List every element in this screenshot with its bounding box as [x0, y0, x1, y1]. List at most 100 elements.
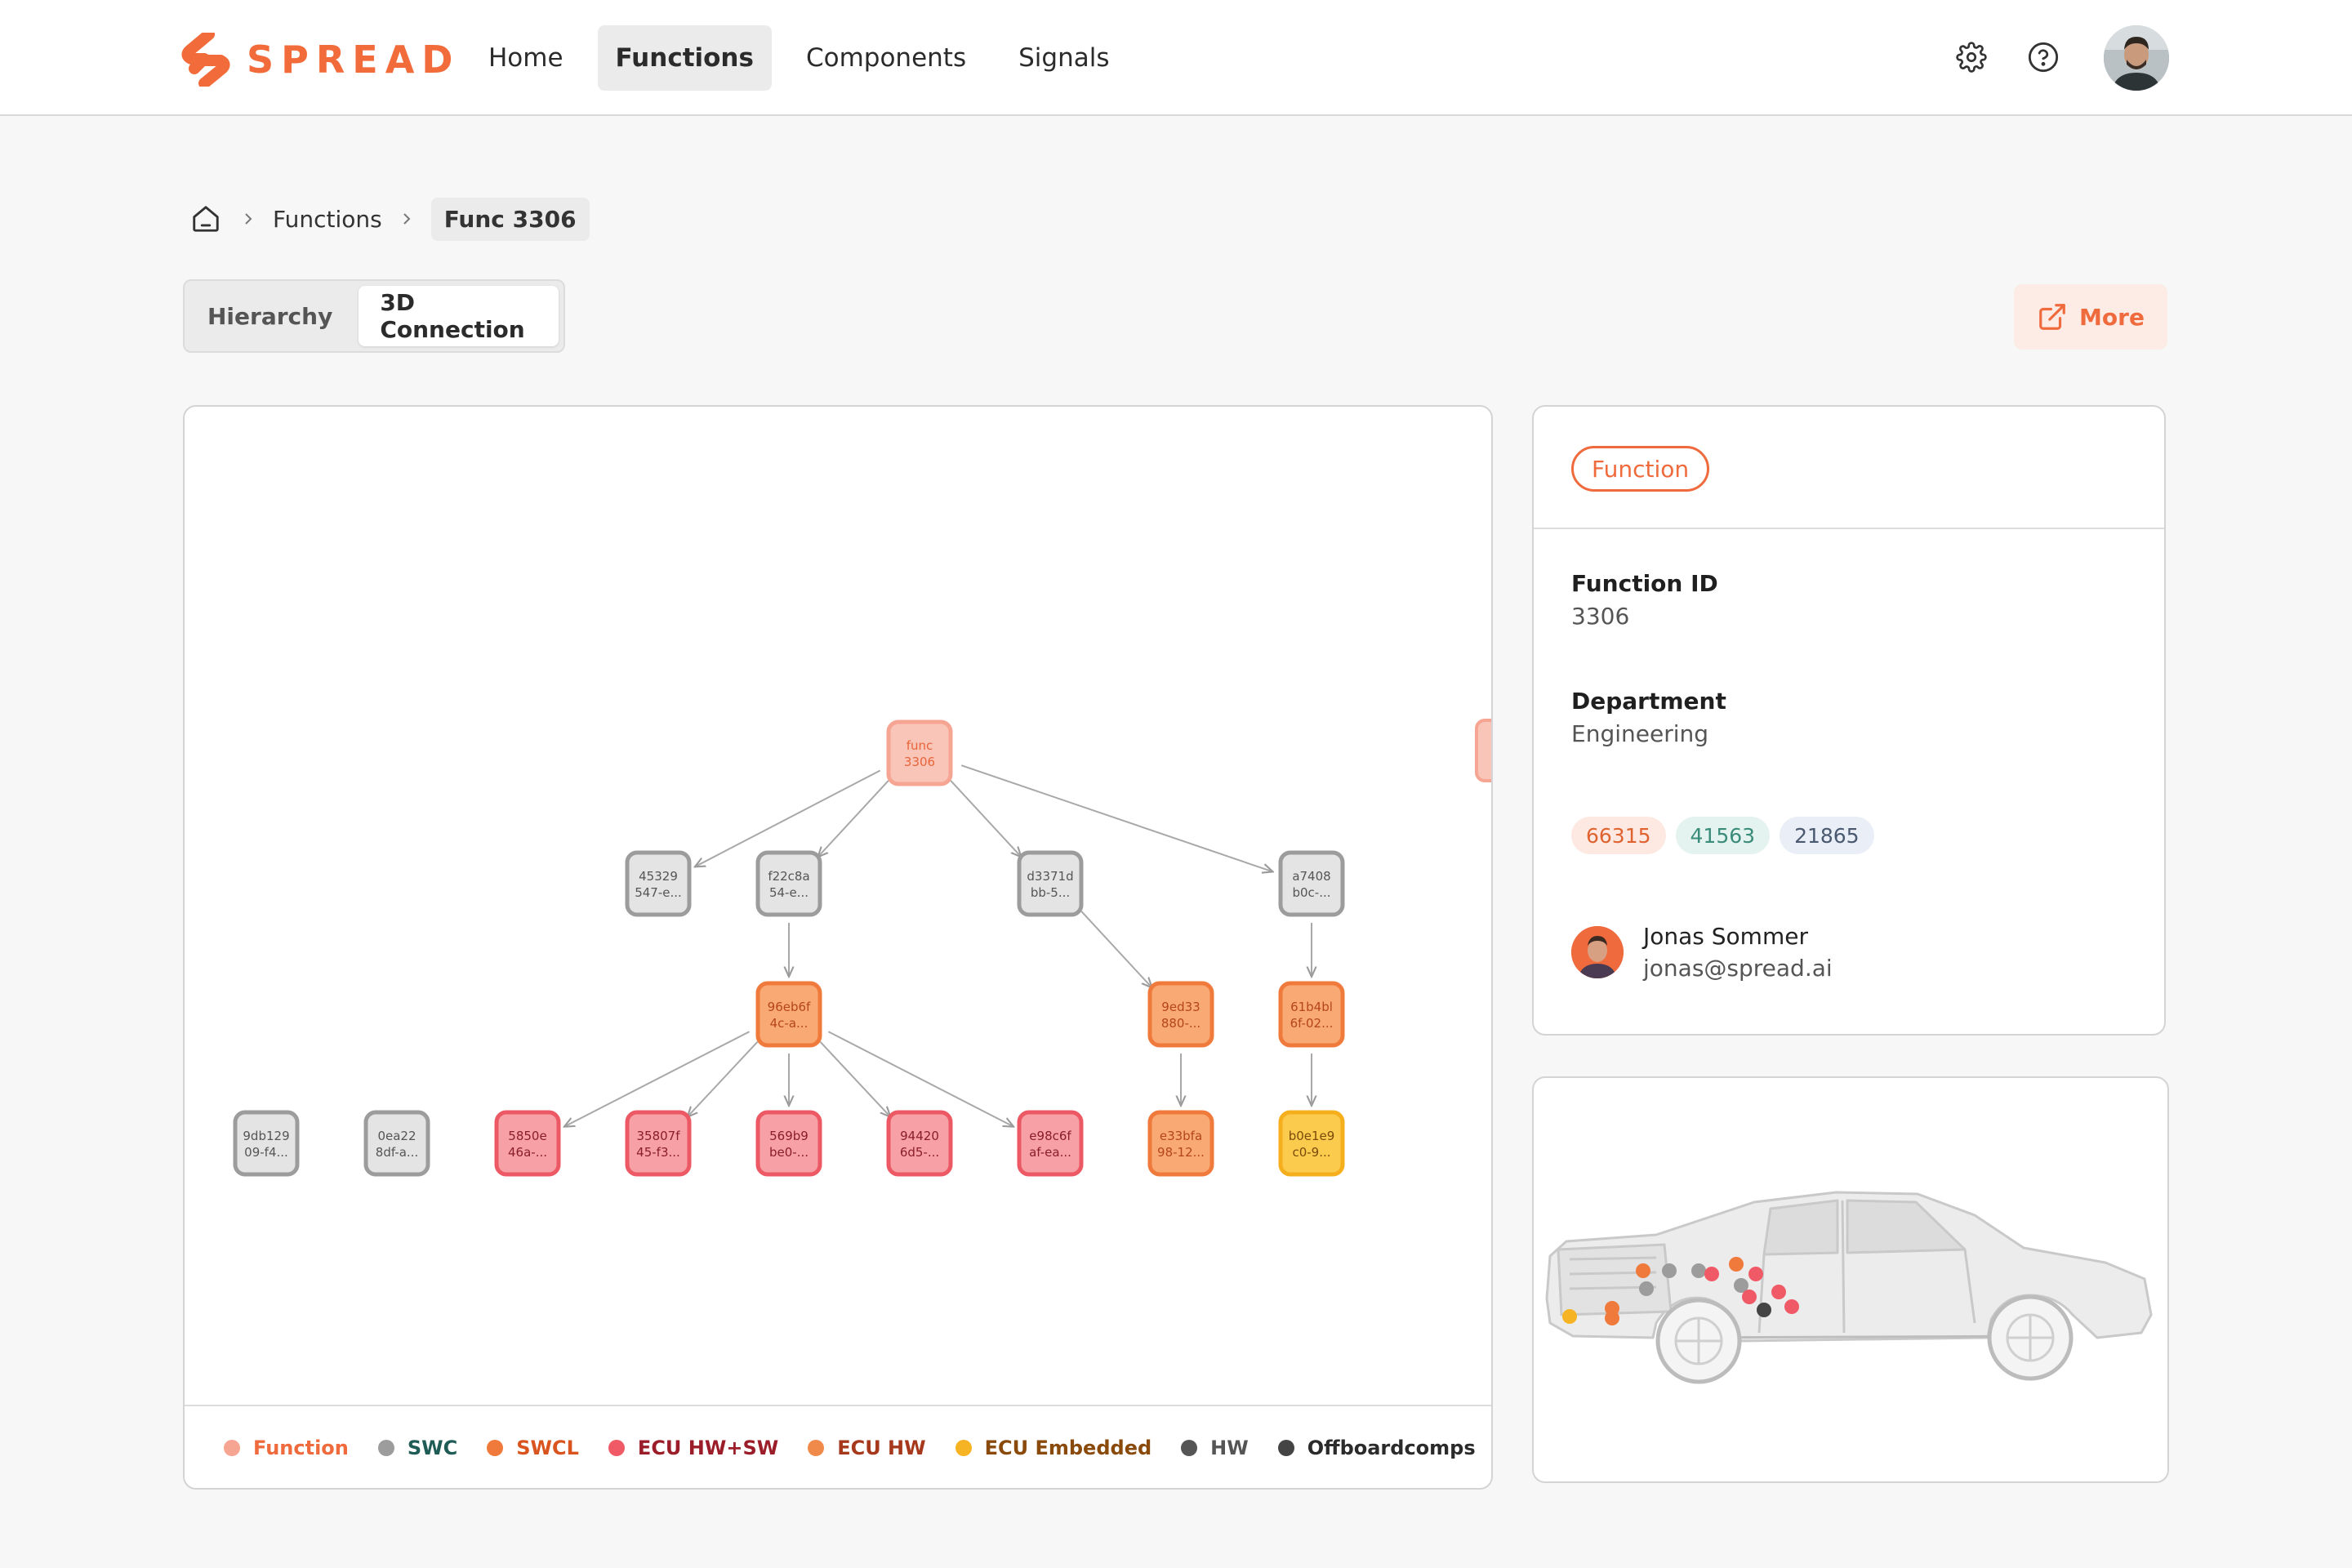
component-markers[interactable] — [1562, 1257, 1799, 1325]
graph-node-label: c0-9... — [1292, 1145, 1330, 1160]
help-icon[interactable] — [2023, 37, 2064, 78]
legend-dot — [808, 1440, 825, 1456]
function-id-label: Function ID — [1571, 570, 1718, 597]
graph-node[interactable]: 9db129 09-f4... — [233, 1110, 300, 1177]
graph-node-label: e33bfa — [1160, 1129, 1202, 1143]
legend-item[interactable]: SWCL — [487, 1437, 579, 1459]
spread-logo[interactable]: SPREAD — [181, 31, 460, 88]
gear-icon[interactable] — [1951, 37, 1992, 78]
tag[interactable]: 21865 — [1780, 817, 1874, 854]
nav-functions[interactable]: Functions — [597, 25, 772, 91]
graph-node-label: 6f-02... — [1290, 1016, 1334, 1031]
home-icon[interactable] — [188, 201, 224, 237]
legend-item[interactable]: ECU Embedded — [955, 1437, 1152, 1459]
legend-label: HW — [1210, 1437, 1249, 1459]
graph-node[interactable]: 5850e46a-... — [494, 1110, 561, 1177]
chevron-right-icon — [224, 203, 273, 235]
offscreen-function-node[interactable] — [1475, 719, 1491, 782]
nav-components[interactable]: Components — [805, 43, 967, 73]
view-tabs: Hierarchy 3D Connection — [183, 279, 565, 353]
graph-edge — [564, 1031, 751, 1126]
nav-home[interactable]: Home — [488, 43, 564, 73]
legend-dot — [224, 1440, 240, 1456]
tag-list: 66315 41563 21865 — [1571, 817, 1874, 854]
divider — [1534, 528, 2164, 529]
graph-node-label: 54-e... — [769, 885, 808, 900]
nav-signals[interactable]: Signals — [1018, 43, 1110, 73]
graph-node-label: 09-f4... — [244, 1145, 288, 1160]
graph-node-label: 0ea22 — [377, 1129, 416, 1143]
graph-edge — [819, 1041, 890, 1117]
graph-node[interactable]: d3371dbb-5... — [1017, 850, 1084, 917]
graph-node-label: 9db129 — [243, 1129, 289, 1143]
graph-node[interactable]: 569b9be0-... — [755, 1110, 822, 1177]
legend-item[interactable]: HW — [1181, 1437, 1249, 1459]
legend-label: ECU HW — [837, 1437, 926, 1459]
function-details-card: Function Function ID 3306 Department Eng… — [1532, 405, 2166, 1036]
graph-node-label: 4c-a... — [770, 1016, 808, 1031]
graph-node[interactable]: e33bfa 98-12... — [1147, 1110, 1214, 1177]
car-xray-image — [1545, 1191, 2153, 1384]
graph-node-label: 8df-a... — [376, 1145, 418, 1160]
graph-node[interactable]: a7408b0c-... — [1278, 850, 1345, 917]
graph-node[interactable]: f22c8a54-e... — [755, 850, 822, 917]
tab-hierarchy[interactable]: Hierarchy — [207, 302, 333, 330]
legend-item[interactable]: ECU HW — [808, 1437, 926, 1459]
graph-node-label: 547-e... — [635, 885, 682, 900]
graph-node[interactable]: 96eb6f 4c-a... — [755, 981, 822, 1048]
breadcrumb: Functions Func 3306 — [188, 196, 590, 242]
graph-node-label: 61b4bl — [1290, 1000, 1333, 1014]
legend-dot — [377, 1440, 394, 1456]
graph-node-label: be0-... — [769, 1145, 808, 1160]
graph-node-label: 45329 — [639, 869, 678, 884]
graph-node-label: b0e1e9 — [1289, 1129, 1335, 1143]
owner-email[interactable]: jonas@spread.ai — [1643, 955, 1833, 982]
tag[interactable]: 66315 — [1571, 817, 1666, 854]
spread-logo-icon — [181, 33, 230, 87]
tab-3d-connection[interactable]: 3D Connection — [359, 286, 559, 346]
graph-edge — [695, 769, 881, 866]
graph-node-label: 880-... — [1161, 1016, 1200, 1031]
graph-node-label: f22c8a — [768, 869, 809, 884]
type-badge: Function — [1571, 446, 1710, 492]
graph-edge — [827, 1031, 1013, 1126]
chevron-right-icon — [382, 203, 431, 235]
graph-edge — [1080, 911, 1152, 988]
breadcrumb-functions[interactable]: Functions — [273, 205, 382, 233]
user-avatar[interactable] — [2104, 25, 2169, 91]
legend-label: Offboardcomps — [1307, 1437, 1476, 1459]
graph-node[interactable]: 61b4bl 6f-02... — [1278, 981, 1345, 1048]
graph-node-label: 6d5-... — [900, 1145, 939, 1160]
legend-item[interactable]: SWC — [377, 1437, 457, 1459]
graph-node[interactable]: e98c6faf-ea... — [1017, 1110, 1084, 1177]
graph-node[interactable]: b0e1e9 c0-9... — [1278, 1110, 1345, 1177]
graph-node-label: 96eb6f — [768, 1000, 811, 1014]
legend-item[interactable]: Function — [224, 1437, 349, 1459]
graph-node-label: 3306 — [904, 755, 935, 769]
legend-dot — [955, 1440, 972, 1456]
graph-node[interactable]: 94420 6d5-... — [886, 1110, 953, 1177]
graph-node[interactable]: 0ea22 8df-a... — [363, 1110, 430, 1177]
graph-node-label: a7408 — [1292, 869, 1330, 884]
graph-node-label: 98-12... — [1157, 1145, 1205, 1160]
owner: Jonas Sommer jonas@spread.ai — [1571, 923, 1833, 982]
graph-node-label: bb-5... — [1031, 885, 1070, 900]
graph-edge — [960, 764, 1272, 871]
graph-node[interactable]: 45329547-e... — [625, 850, 692, 917]
graph-node[interactable]: 9ed33 880-... — [1147, 981, 1214, 1048]
top-bar: SPREAD Home Functions Components Signals — [0, 0, 2352, 116]
more-button[interactable]: More — [2014, 284, 2167, 350]
graph-edge — [817, 780, 889, 858]
graph-node-label: 94420 — [900, 1129, 939, 1143]
tag[interactable]: 41563 — [1675, 817, 1771, 854]
owner-name: Jonas Sommer — [1643, 923, 1808, 950]
legend-item[interactable]: ECU HW+SW — [608, 1437, 778, 1459]
graph-node-label: 9ed33 — [1161, 1000, 1200, 1014]
graph-node-label: 46a-... — [508, 1145, 547, 1160]
graph-node[interactable]: 35807f45-f3... — [625, 1110, 692, 1177]
legend-item[interactable]: Offboardcomps — [1277, 1437, 1476, 1459]
vehicle-3d-view[interactable] — [1532, 1076, 2169, 1483]
